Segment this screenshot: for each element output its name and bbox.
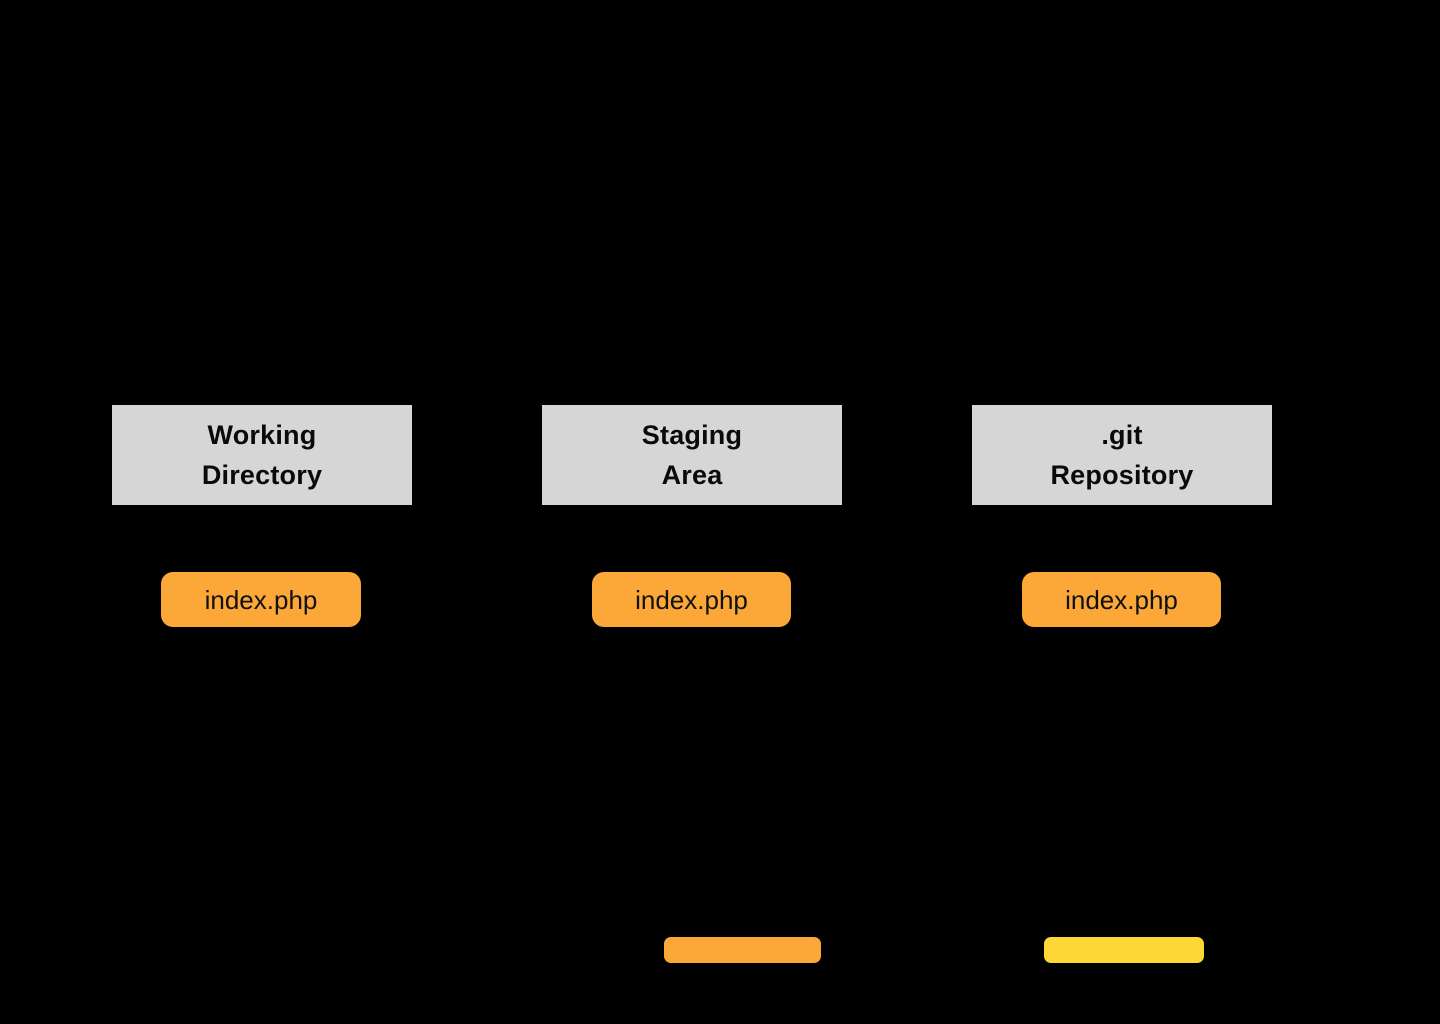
area-title-line-1: Working xyxy=(207,420,317,450)
action-bar-staging[interactable] xyxy=(664,937,821,963)
area-box-working-directory: Working Directory xyxy=(112,405,412,505)
area-box-staging-area: Staging Area xyxy=(542,405,842,505)
action-bar-repository[interactable] xyxy=(1044,937,1204,963)
area-title-line-2: Repository xyxy=(1050,460,1194,490)
area-title-line-1: Staging xyxy=(641,420,743,450)
area-box-git-repository: .git Repository xyxy=(972,405,1272,505)
file-pill-working-directory[interactable]: index.php xyxy=(161,572,361,627)
file-pill-git-repository[interactable]: index.php xyxy=(1022,572,1221,627)
file-pill-staging-area[interactable]: index.php xyxy=(592,572,791,627)
area-title-line-1: .git xyxy=(1101,420,1143,450)
area-title-line-2: Directory xyxy=(201,460,323,490)
file-pill-label: index.php xyxy=(1065,584,1178,615)
area-title-line-2: Area xyxy=(661,460,723,490)
file-pill-label: index.php xyxy=(204,584,318,615)
file-pill-label: index.php xyxy=(635,584,748,615)
